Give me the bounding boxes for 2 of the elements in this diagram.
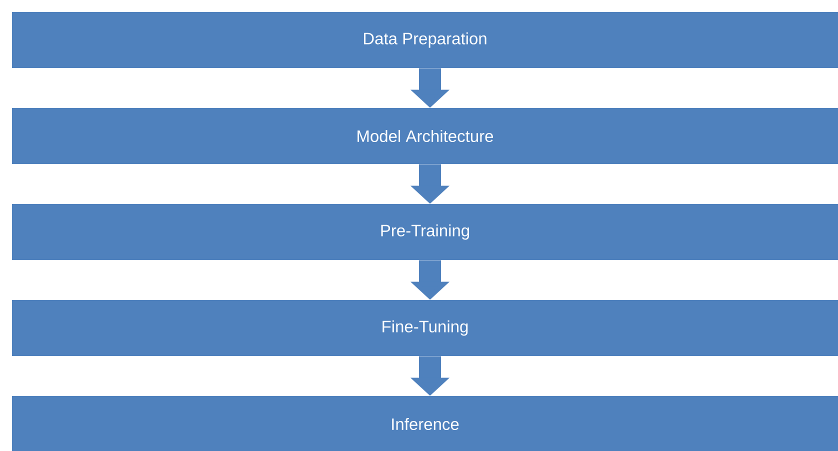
process-box: Inference — [12, 396, 838, 451]
process-box: Data Preparation — [12, 12, 838, 68]
